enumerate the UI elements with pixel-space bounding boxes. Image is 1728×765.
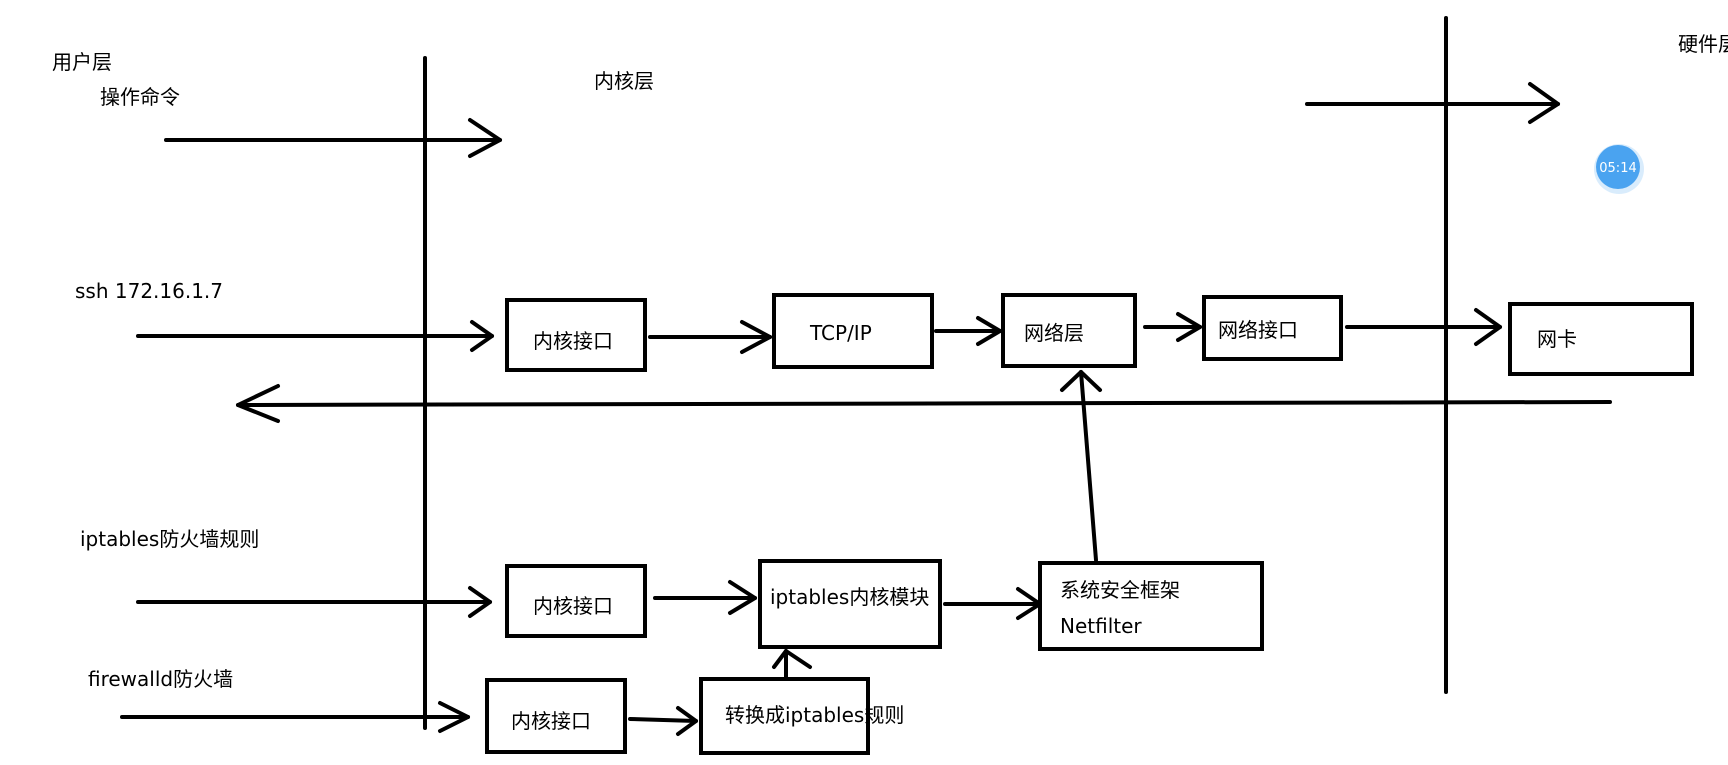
netfilter-box-line2: Netfilter <box>1060 614 1142 638</box>
iptables-rules-arrow <box>136 586 492 618</box>
hardware-top-arrow <box>1305 82 1560 124</box>
nic-box-label: 网卡 <box>1537 327 1577 351</box>
arrow-kernel-iface-to-convert <box>628 706 698 736</box>
kernel-interface-box-2-label: 内核接口 <box>533 594 613 618</box>
kernel-layer-label: 内核层 <box>594 69 654 93</box>
iptables-rules-label: iptables防火墙规则 <box>80 527 259 551</box>
kernel-interface-box-3 <box>485 678 627 754</box>
arrow-iptables-module-to-netfilter <box>943 587 1042 620</box>
hardware-layer-label: 硬件层 <box>1678 32 1728 56</box>
nic-box <box>1508 302 1694 376</box>
kernel-interface-box-1-label: 内核接口 <box>533 329 613 353</box>
arrow-convert-to-iptables-module <box>772 649 812 680</box>
return-arrow <box>236 384 1612 423</box>
operate-command-label: 操作命令 <box>100 85 180 109</box>
network-interface-box <box>1202 295 1343 361</box>
ssh-arrow <box>136 320 494 352</box>
iptables-module-box <box>758 559 942 649</box>
user-layer-label: 用户层 <box>52 50 112 74</box>
timer-circle <box>1596 145 1640 189</box>
convert-rules-box <box>699 677 870 755</box>
arrow-tcpip-to-network-layer <box>934 316 1002 346</box>
iptables-module-box-label: iptables内核模块 <box>770 585 929 609</box>
arrow-kernel-iface-to-tcpip <box>648 320 772 354</box>
network-interface-box-label: 网络接口 <box>1218 318 1298 342</box>
netfilter-box <box>1038 561 1264 651</box>
convert-rules-box-label: 转换成iptables规则 <box>725 703 904 727</box>
tcp-ip-box-label: TCP/IP <box>809 321 872 345</box>
network-layer-box <box>1001 293 1137 368</box>
timer-text: 05:14 <box>1599 161 1636 176</box>
kernel-interface-box-3-label: 内核接口 <box>511 709 591 733</box>
arrow-iface-to-nic <box>1345 308 1502 346</box>
kernel-interface-box-2 <box>505 564 647 638</box>
operate-command-arrow <box>164 118 502 158</box>
firewalld-arrow <box>120 701 470 733</box>
netfilter-box-line1: 系统安全框架 <box>1060 578 1180 602</box>
kernel-interface-box-1 <box>505 298 647 372</box>
arrow-netfilter-to-network-layer <box>1060 370 1102 562</box>
arrow-kernel-iface-to-iptables-module <box>653 580 757 615</box>
arrow-network-layer-to-iface <box>1143 312 1202 342</box>
network-layer-box-label: 网络层 <box>1024 321 1084 345</box>
timer-badge[interactable]: 05:14 <box>1594 144 1644 194</box>
tcp-ip-box <box>772 293 934 369</box>
firewalld-label: firewalld防火墙 <box>88 667 233 691</box>
ssh-label: ssh 172.16.1.7 <box>75 279 223 303</box>
